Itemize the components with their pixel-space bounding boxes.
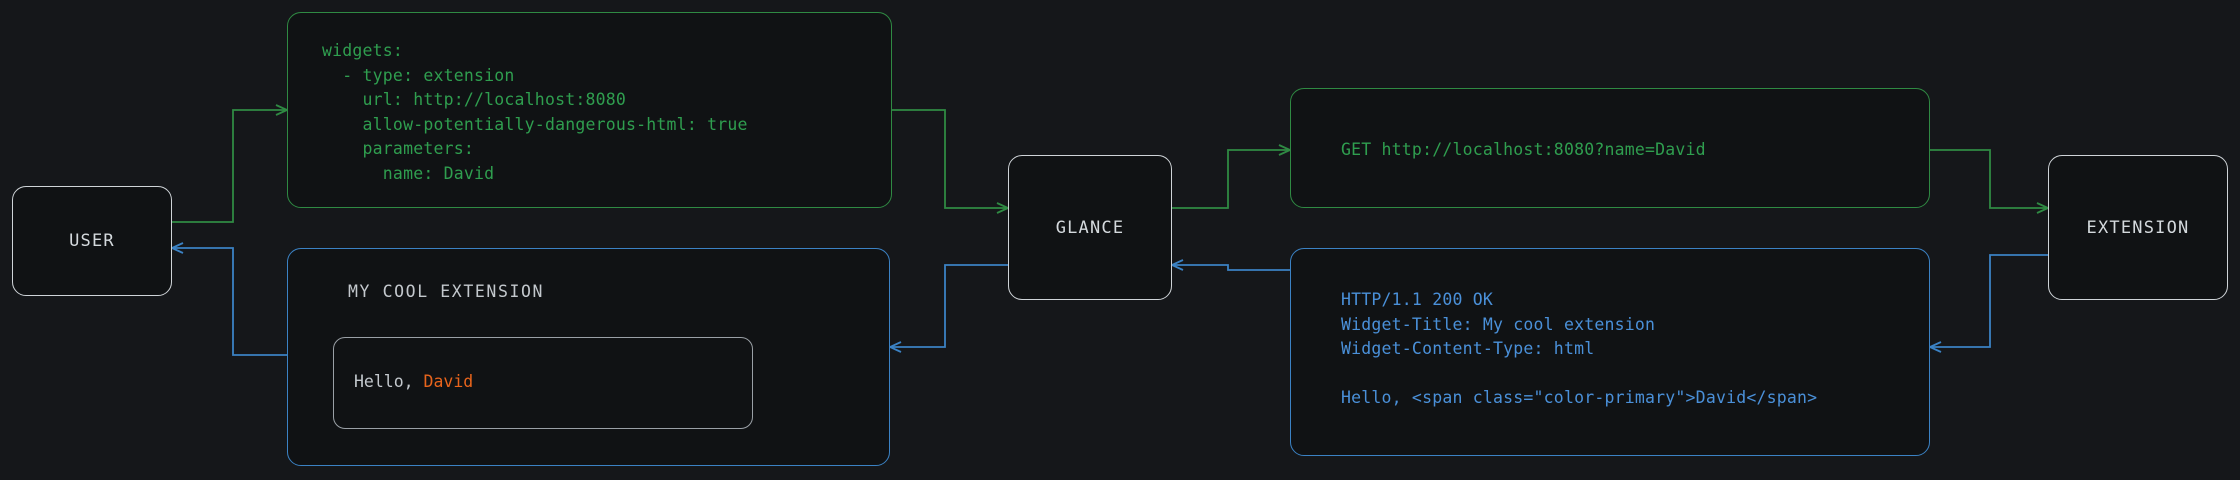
widget-body-prefix: Hello,	[354, 372, 424, 391]
edge-user-to-config	[172, 110, 287, 223]
panel-http-response[interactable]: HTTP/1.1 200 OK Widget-Title: My cool ex…	[1290, 248, 1930, 456]
config-yaml-code: widgets: - type: extension url: http://l…	[322, 41, 748, 183]
rendered-widget-title: MY COOL EXTENSION	[348, 282, 545, 301]
edge-config-to-glance	[892, 109, 1008, 208]
node-glance-label: GLANCE	[1055, 217, 1125, 238]
edge-widget-to-user	[172, 248, 287, 356]
panel-rendered-widget[interactable]: MY COOL EXTENSION Hello, David	[287, 248, 890, 466]
rendered-widget-body: Hello, David	[354, 372, 473, 391]
node-user[interactable]: USER	[12, 186, 172, 296]
node-glance[interactable]: GLANCE	[1008, 155, 1172, 300]
rendered-widget-card: Hello, David	[333, 337, 753, 429]
node-extension[interactable]: EXTENSION	[2048, 155, 2228, 300]
edge-glance-to-widget	[890, 264, 1008, 347]
http-response-code: HTTP/1.1 200 OK Widget-Title: My cool ex…	[1341, 290, 1818, 408]
edge-glance-to-request	[1172, 150, 1290, 209]
panel-config-yaml[interactable]: widgets: - type: extension url: http://l…	[287, 12, 892, 208]
node-user-label: USER	[69, 231, 115, 251]
edge-extension-to-response	[1930, 254, 2048, 347]
panel-http-request[interactable]: GET http://localhost:8080?name=David	[1290, 88, 1930, 208]
widget-body-accent: David	[423, 372, 474, 391]
node-extension-label: EXTENSION	[2086, 217, 2190, 238]
edge-response-to-glance	[1172, 265, 1290, 271]
edge-request-to-extension	[1930, 149, 2048, 208]
http-request-code: GET http://localhost:8080?name=David	[1341, 140, 1706, 159]
